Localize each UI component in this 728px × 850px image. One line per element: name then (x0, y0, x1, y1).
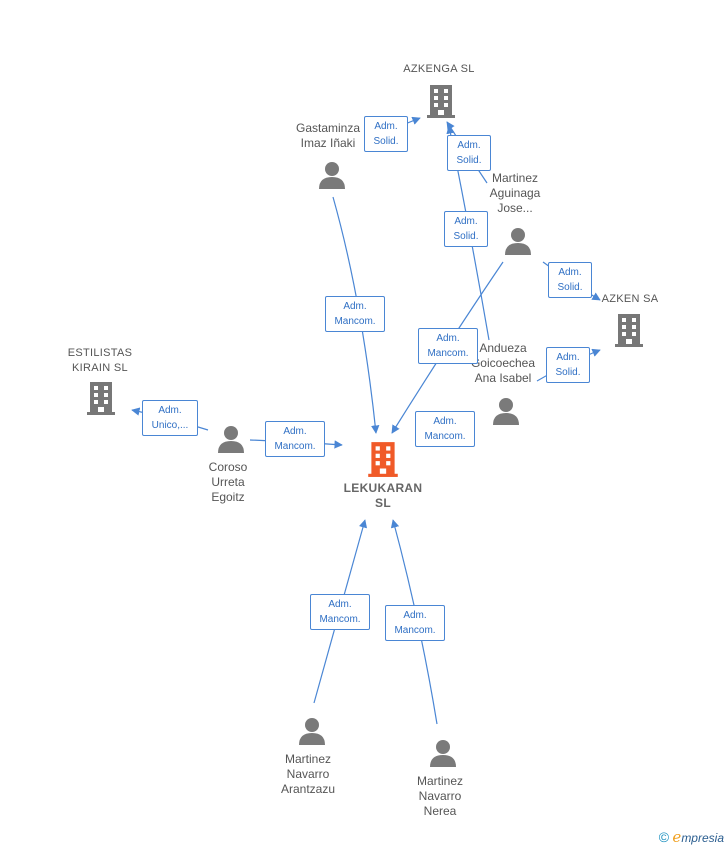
edge-label-line: Unico,... (151, 420, 189, 431)
person-icon[interactable] (297, 716, 327, 746)
edge-label-line: Mancom. (424, 431, 466, 442)
edge-label[interactable]: Adm. Solid. (546, 347, 590, 383)
label-line: Coroso (208, 460, 248, 474)
edge-label-line: Solid. (453, 231, 479, 242)
brand-logo-text: mpresia (681, 831, 724, 845)
edge-label[interactable]: Adm. Mancom. (325, 296, 385, 332)
label-line: LEKUKARAN (343, 481, 423, 495)
label-line: Jose... (497, 201, 533, 215)
label-line: Goicoechea (470, 356, 536, 370)
edge-label-line: Adm. (457, 140, 481, 151)
edge-label-line: Adm. (436, 333, 460, 344)
edge-label-line: Solid. (555, 367, 581, 378)
edge-label-line: Adm. (283, 426, 307, 437)
label-line: Martinez (416, 774, 463, 788)
company-label-azkenga[interactable]: AZKENGA SL (389, 62, 489, 77)
edge-label-line: Adm. (433, 416, 457, 427)
edge-label-line: Solid. (557, 282, 583, 293)
edge-label[interactable]: Adm. Solid. (444, 211, 488, 247)
label-line: Ana Isabel (474, 371, 532, 385)
main-company-label[interactable]: LEKUKARAN SL (323, 481, 443, 511)
label-line: Nerea (423, 804, 457, 818)
building-icon[interactable] (426, 83, 456, 119)
person-icon[interactable] (503, 226, 533, 256)
building-icon[interactable] (86, 380, 116, 416)
label-line: Aguinaga (489, 186, 541, 200)
edge-label-line: Adm. (558, 267, 582, 278)
edge-label[interactable]: Adm. Mancom. (418, 328, 478, 364)
edge-label[interactable]: Adm. Unico,... (142, 400, 198, 436)
edge-label[interactable]: Adm. Mancom. (385, 605, 445, 641)
edge-label-line: Adm. (556, 352, 580, 363)
label-line: Navarro (418, 789, 462, 803)
person-label-coroso[interactable]: Coroso Urreta Egoitz (188, 460, 268, 505)
person-label-arantzazu[interactable]: Martinez Navarro Arantzazu (268, 752, 348, 797)
building-icon[interactable] (614, 312, 644, 348)
edge-label-line: Mancom. (394, 625, 436, 636)
edge-label-line: Mancom. (319, 614, 361, 625)
edge-label-line: Solid. (456, 155, 482, 166)
person-icon[interactable] (428, 738, 458, 768)
label-line: Gastaminza (295, 121, 361, 135)
label-line: Andueza (479, 341, 527, 355)
brand-logo[interactable]: © empresia (659, 828, 724, 846)
edge-label[interactable]: Adm. Mancom. (310, 594, 370, 630)
label-line: Urreta (211, 475, 245, 489)
person-label-andueza[interactable]: Andueza Goicoechea Ana Isabel (458, 341, 548, 386)
label-line: Navarro (286, 767, 330, 781)
main-building-icon[interactable] (367, 440, 399, 478)
copyright-symbol: © (658, 829, 670, 845)
label-line: ESTILISTAS (67, 347, 133, 359)
person-label-nerea[interactable]: Martinez Navarro Nerea (400, 774, 480, 819)
person-icon[interactable] (491, 396, 521, 426)
company-label-azken[interactable]: AZKEN SA (590, 292, 670, 307)
label-line: SL (375, 496, 391, 510)
edge-label[interactable]: Adm. Solid. (447, 135, 491, 171)
edge-label[interactable]: Adm. Solid. (364, 116, 408, 152)
label-line: Martinez (284, 752, 331, 766)
edge-label-line: Mancom. (334, 316, 376, 327)
label-line: AZKEN SA (601, 293, 659, 305)
edge-label-line: Mancom. (274, 441, 316, 452)
edge-label-line: Adm. (454, 216, 478, 227)
label-line: Egoitz (211, 490, 245, 504)
edge-label-line: Adm. (328, 599, 352, 610)
person-icon[interactable] (216, 424, 246, 454)
edge-label[interactable]: Adm. Solid. (548, 262, 592, 298)
edge-label[interactable]: Adm. Mancom. (415, 411, 475, 447)
company-label-estilistas[interactable]: ESTILISTAS KIRAIN SL (50, 346, 150, 376)
edge-label[interactable]: Adm. Mancom. (265, 421, 325, 457)
edge-label-line: Adm. (374, 121, 398, 132)
label-line: Martinez (491, 171, 538, 185)
edge-label-line: Adm. (403, 610, 427, 621)
label-line: KIRAIN SL (72, 362, 128, 374)
label-line: AZKENGA SL (403, 63, 475, 75)
label-line: Arantzazu (280, 782, 336, 796)
person-icon[interactable] (317, 160, 347, 190)
edge-label-line: Solid. (373, 136, 399, 147)
label-line: Imaz Iñaki (300, 136, 356, 150)
person-label-martinez-aguinaga[interactable]: Martinez Aguinaga Jose... (470, 171, 560, 216)
edge-label-line: Adm. (343, 301, 367, 312)
person-label-gastaminza[interactable]: Gastaminza Imaz Iñaki (278, 121, 378, 151)
edge-label-line: Mancom. (427, 348, 469, 359)
edge-label-line: Adm. (158, 405, 182, 416)
brand-logo-e: e (672, 828, 682, 846)
